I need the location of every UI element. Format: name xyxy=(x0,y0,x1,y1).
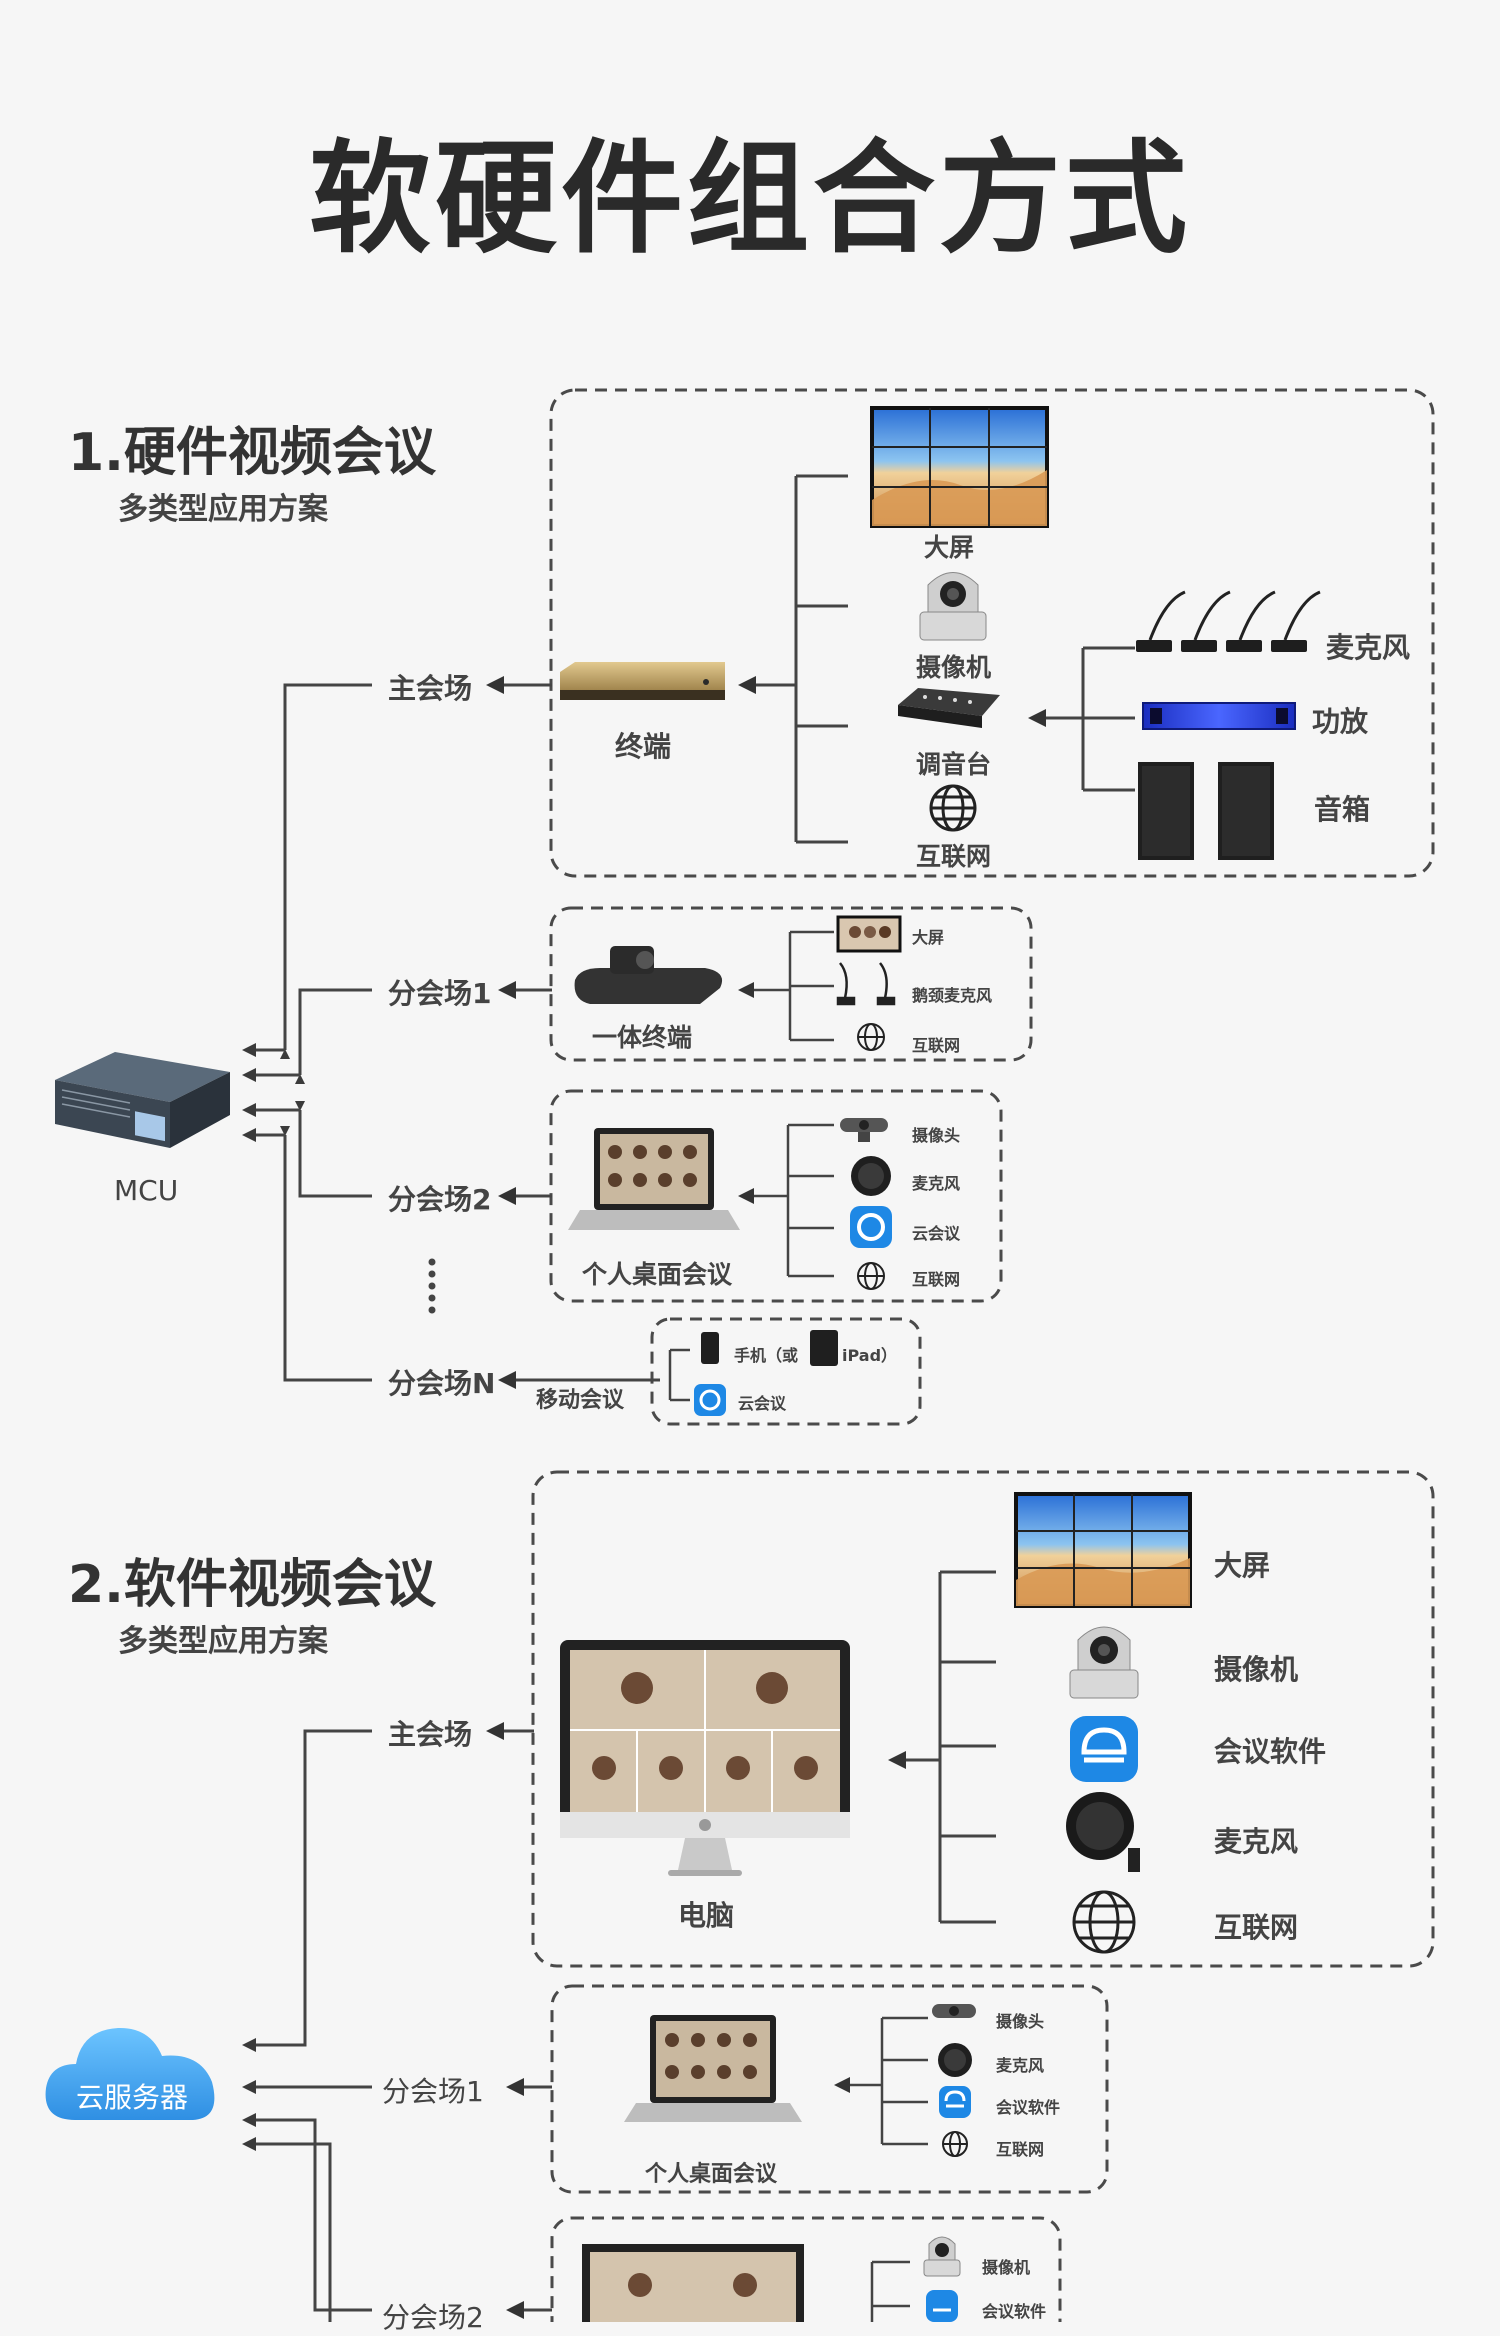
cloud-meeting-app-icon-2 xyxy=(694,1384,726,1416)
b1-screen-label: 大屏 xyxy=(912,928,945,947)
mobile-meeting-label: 移动会议 xyxy=(536,1388,625,1413)
branch1-label: 分会场1 xyxy=(388,977,492,1010)
phone-icon xyxy=(701,1332,719,1364)
branchN-label: 分会场N xyxy=(388,1367,496,1400)
desktop-meeting-label: 个人桌面会议 xyxy=(582,1260,733,1289)
laptop-2 xyxy=(624,2015,802,2122)
mixer-label: 调音台 xyxy=(916,750,992,779)
tablet-icon xyxy=(810,1330,838,1366)
speakerphone xyxy=(1066,1792,1140,1872)
page-title: 软硬件组合方式 xyxy=(309,128,1191,270)
ptz-camera xyxy=(919,572,987,641)
meeting-software-icon-small xyxy=(939,2086,971,2118)
sw-b1-webcam-label: 摄像头 xyxy=(996,2012,1045,2031)
branch1-box xyxy=(549,906,1033,1062)
sw-b1-mic-label: 麦克风 xyxy=(996,2056,1045,2075)
main-venue-label: 主会场 xyxy=(388,672,473,705)
mcu-label: MCU xyxy=(114,1174,179,1207)
sw-main-venue-box xyxy=(531,1470,1435,1968)
b2-app-label: 云会议 xyxy=(912,1224,961,1243)
gooseneck-mics xyxy=(836,962,896,1006)
mic-label: 麦克风 xyxy=(1326,631,1411,664)
desktop-screen-partial xyxy=(582,2244,804,2322)
pc-label: 电脑 xyxy=(678,1899,735,1932)
sw-branch2-box xyxy=(550,2216,1062,2322)
sw-screen-label: 大屏 xyxy=(1214,1549,1271,1582)
hardware-heading: 1.硬件视频会议 xyxy=(68,423,436,483)
globe-icon-small-2 xyxy=(857,1262,885,1290)
amp-label: 功放 xyxy=(1312,705,1369,738)
globe-icon-small-3 xyxy=(942,2131,968,2157)
audio-mixer xyxy=(898,688,1000,728)
cloud-meeting-app-icon xyxy=(850,1206,892,1248)
internet-label: 互联网 xyxy=(916,842,992,871)
sw-branch1-box xyxy=(550,1984,1109,2194)
video-wall-2 xyxy=(1014,1492,1192,1608)
speaker-label: 音箱 xyxy=(1314,793,1371,826)
mcu-connections xyxy=(250,683,372,1382)
b2-internet-label: 互联网 xyxy=(912,1270,961,1289)
main-venue-box xyxy=(549,388,1435,878)
conference-mics xyxy=(1136,590,1321,652)
amplifier xyxy=(1142,702,1296,730)
bN-app-label: 云会议 xyxy=(738,1394,787,1413)
speakerphone-small-2 xyxy=(938,2043,972,2077)
software-subheading: 多类型应用方案 xyxy=(118,1624,328,1659)
branchN-box xyxy=(650,1317,922,1426)
speakerphone-small xyxy=(851,1156,891,1196)
hardware-subheading: 多类型应用方案 xyxy=(118,492,328,527)
meeting-software-icon xyxy=(1070,1716,1138,1782)
terminal-label: 终端 xyxy=(615,730,672,763)
video-wall xyxy=(870,406,1049,528)
small-screen xyxy=(836,915,902,953)
sw-b2-camera-label: 摄像机 xyxy=(982,2258,1031,2277)
cloud-server-icon xyxy=(45,2027,215,2120)
ptz-camera-small xyxy=(923,2236,961,2277)
all-in-one-label: 一体终端 xyxy=(592,1023,693,1052)
b2-mic-label: 麦克风 xyxy=(912,1174,961,1193)
all-in-one-terminal xyxy=(574,946,723,1004)
ptz-camera-2 xyxy=(1069,1626,1139,1699)
sw-branch2-label: 分会场2 xyxy=(382,2301,484,2334)
desktop-computer xyxy=(560,1640,850,1876)
sw-mic-label: 麦克风 xyxy=(1214,1825,1299,1858)
laptop-small xyxy=(568,1128,740,1230)
sw-internet-label: 互联网 xyxy=(1214,1911,1299,1944)
more-branches-dots xyxy=(428,1258,436,1314)
sw-software-label: 会议软件 xyxy=(1214,1735,1327,1768)
sw-branch1-label: 分会场1 xyxy=(382,2075,484,2108)
globe-icon-2 xyxy=(1072,1890,1136,1954)
webcam-small-2 xyxy=(932,2004,976,2018)
globe-icon xyxy=(929,784,977,832)
sw-b1-internet-label: 互联网 xyxy=(996,2140,1045,2159)
ipad-label: iPad） xyxy=(842,1346,898,1365)
webcam-small xyxy=(840,1118,888,1142)
b1-internet-label: 互联网 xyxy=(912,1036,961,1055)
terminal-device xyxy=(560,662,725,700)
sw-b1-software-label: 会议软件 xyxy=(996,2098,1061,2117)
screen-label: 大屏 xyxy=(924,533,975,562)
b1-gooseneck-label: 鹅颈麦克风 xyxy=(912,986,993,1005)
sw-b2-software-label: 会议软件 xyxy=(982,2302,1047,2321)
sw-desktop-meeting-label: 个人桌面会议 xyxy=(645,2162,778,2187)
b2-webcam-label: 摄像头 xyxy=(912,1126,961,1145)
sw-camera-label: 摄像机 xyxy=(1214,1653,1299,1686)
phone-label: 手机（或 xyxy=(734,1346,799,1365)
globe-icon-small xyxy=(857,1023,885,1051)
camera-label: 摄像机 xyxy=(916,653,992,682)
cloud-server-label: 云服务器 xyxy=(76,2081,189,2114)
speakers xyxy=(1138,762,1274,860)
meeting-software-icon-small-2 xyxy=(926,2290,958,2322)
mcu-device xyxy=(55,1052,230,1148)
sw-main-venue-label: 主会场 xyxy=(388,1718,473,1751)
software-heading: 2.软件视频会议 xyxy=(68,1555,436,1615)
branch2-label: 分会场2 xyxy=(388,1183,492,1216)
mcu-arrowheads xyxy=(242,1043,256,1142)
